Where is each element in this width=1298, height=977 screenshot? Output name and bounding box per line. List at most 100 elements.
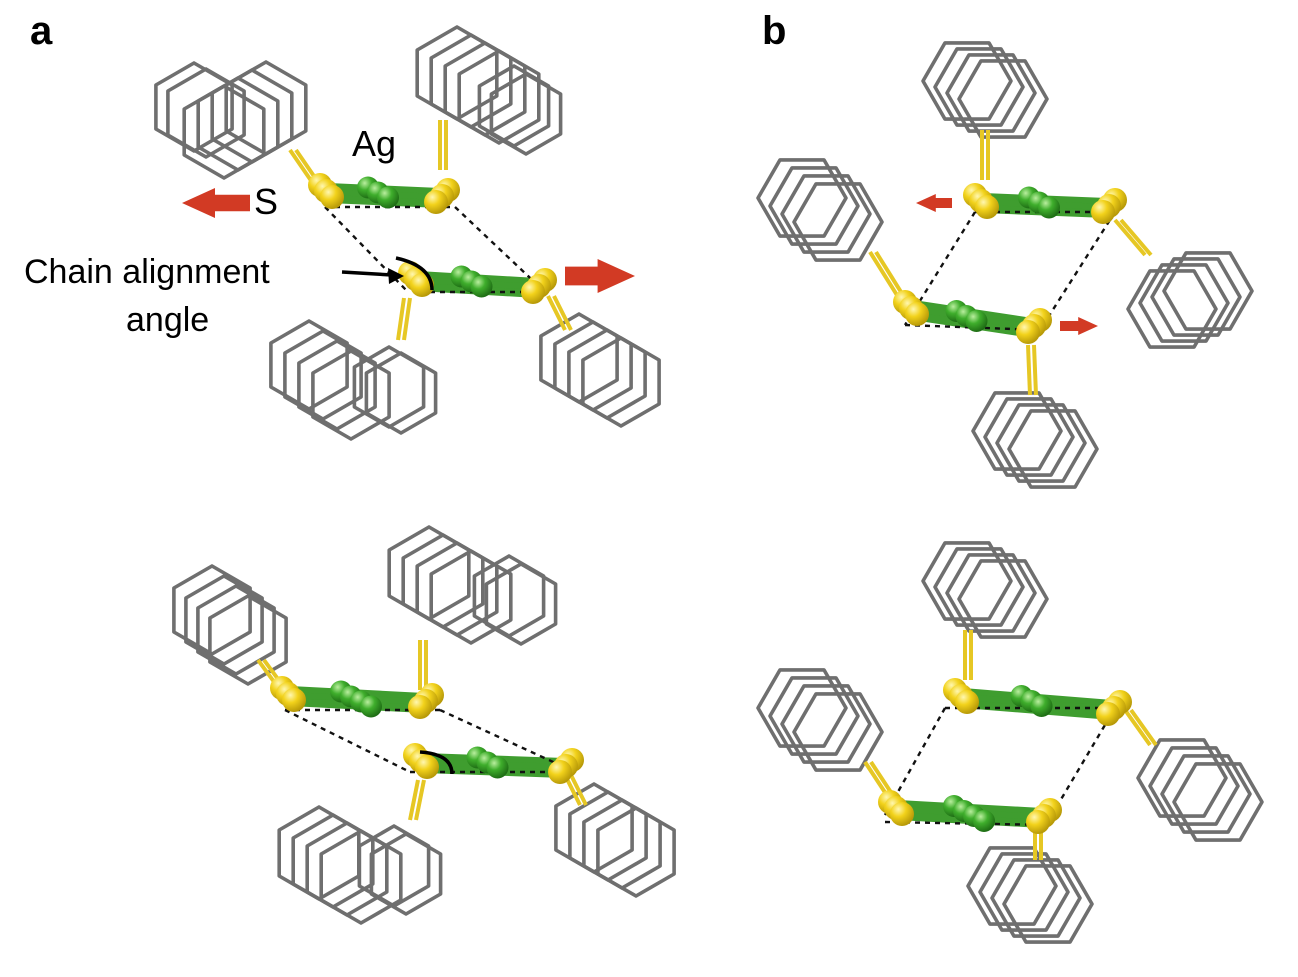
phenyl-ring [443,41,527,137]
ring-stack-a2-bot-left-2 [357,824,443,916]
phenyl-ring [364,351,438,435]
silver-atom [360,695,382,718]
stem [1123,708,1152,747]
ring-stack-b2-right [1136,738,1264,842]
phenyl-ring [945,53,1037,133]
phenyl-ring [596,806,676,898]
ring-stack-b-left [756,158,884,262]
phenyl-ring [457,49,541,145]
phenyl-ring [933,47,1025,127]
phenyl-ring [1162,251,1254,331]
phenyl-ring [553,320,633,412]
phenyl-ring [582,798,662,890]
dashed-line [1038,211,1117,331]
phenyl-ring [1136,738,1228,818]
stem [396,297,406,341]
ring-stack-a-top-left-2 [154,61,246,159]
sulfur-atom [521,280,545,304]
ring-stack-b-right [1126,251,1254,349]
phenyl-ring [182,84,266,180]
panel-a-label: a [30,9,53,53]
phenyl-ring [581,336,661,428]
phenyl-ring [429,549,513,645]
phenyl-ring [184,574,264,666]
phenyl-ring [1160,754,1252,834]
silver-atom [973,810,995,832]
phenyl-ring [1002,864,1094,944]
phenyl-ring [756,158,848,238]
phenyl-ring [172,564,252,656]
stem [402,297,412,341]
alignment-angle-arc-a-bottom [419,750,454,775]
red-arrow-left [182,188,250,218]
sulfur-atom [975,195,999,219]
sulfur-atom [415,755,439,779]
phenyl-ring-layer [154,25,1264,944]
dashed-line [439,708,576,774]
phenyl-ring [429,33,513,129]
stem [546,295,567,331]
sulfur-atom [890,802,914,826]
dashed-line [454,206,546,293]
red-arrow-b-left [916,194,952,212]
sulfur-atom [424,190,448,214]
phenyl-ring [978,852,1070,932]
sulfur-atom [1016,320,1040,344]
phenyl-ring [166,67,246,159]
dashed-line [284,708,411,774]
phenyl-ring [983,397,1075,477]
phenyl-ring [387,525,471,621]
red-arrow-right [565,259,635,293]
stem [1129,708,1158,747]
stem [414,779,426,821]
ring-stack-a2-top-left [172,564,288,686]
phenyl-ring [921,541,1013,621]
phenyl-ring [297,339,377,431]
phenyl-ring [567,328,647,420]
silver-atom [1038,196,1060,219]
phenyl-ring [319,829,403,925]
phenyl-ring [780,174,872,254]
red-arrow-b-right [1060,317,1098,335]
ring-stack-b-bottom [971,391,1099,489]
phenyl-ring [768,166,860,246]
phenyl-ring [957,59,1049,139]
sulfur-atom [1091,200,1115,224]
ring-stack-b2-left [756,668,884,772]
silver-atom [470,275,493,298]
ring-stack-a-top-right [415,25,541,145]
dashed-line [1048,707,1117,819]
sulfur-atom [282,688,306,712]
chain-alignment-pointer [341,256,434,291]
sulfur-atom [905,302,929,326]
phenyl-ring [921,41,1013,121]
phenyl-ring [971,391,1063,471]
ring-stack-a-top-left [182,60,308,180]
silver-atom [1030,695,1053,717]
phenyl-ring [768,676,860,756]
stem [569,774,588,806]
phenyl-ring [1150,257,1242,337]
phenyl-ring [224,60,308,156]
stem [408,779,420,821]
ring-stack-a-bot-left-2 [352,345,438,435]
ring-stack-a2-top-right-2 [472,554,558,646]
chain-alignment-label-line1: Chain alignment [24,253,270,291]
sulfur-atom [955,690,979,714]
phenyl-ring [415,25,499,121]
silver-atom [486,756,509,779]
ring-stack-a2-bot-right [554,782,676,898]
phenyl-ring [792,692,884,772]
phenyl-ring [990,858,1082,938]
phenyl-ring [995,403,1087,483]
phenyl-ring [780,684,872,764]
stem [1032,344,1038,396]
phenyl-ring [484,562,558,646]
phenyl-ring [196,584,276,676]
stem [1119,218,1153,257]
phenyl-ring [1126,269,1218,349]
silver-atom-label: Ag [352,123,396,164]
phenyl-ring [489,72,563,156]
sulfur-atom [1026,810,1050,834]
